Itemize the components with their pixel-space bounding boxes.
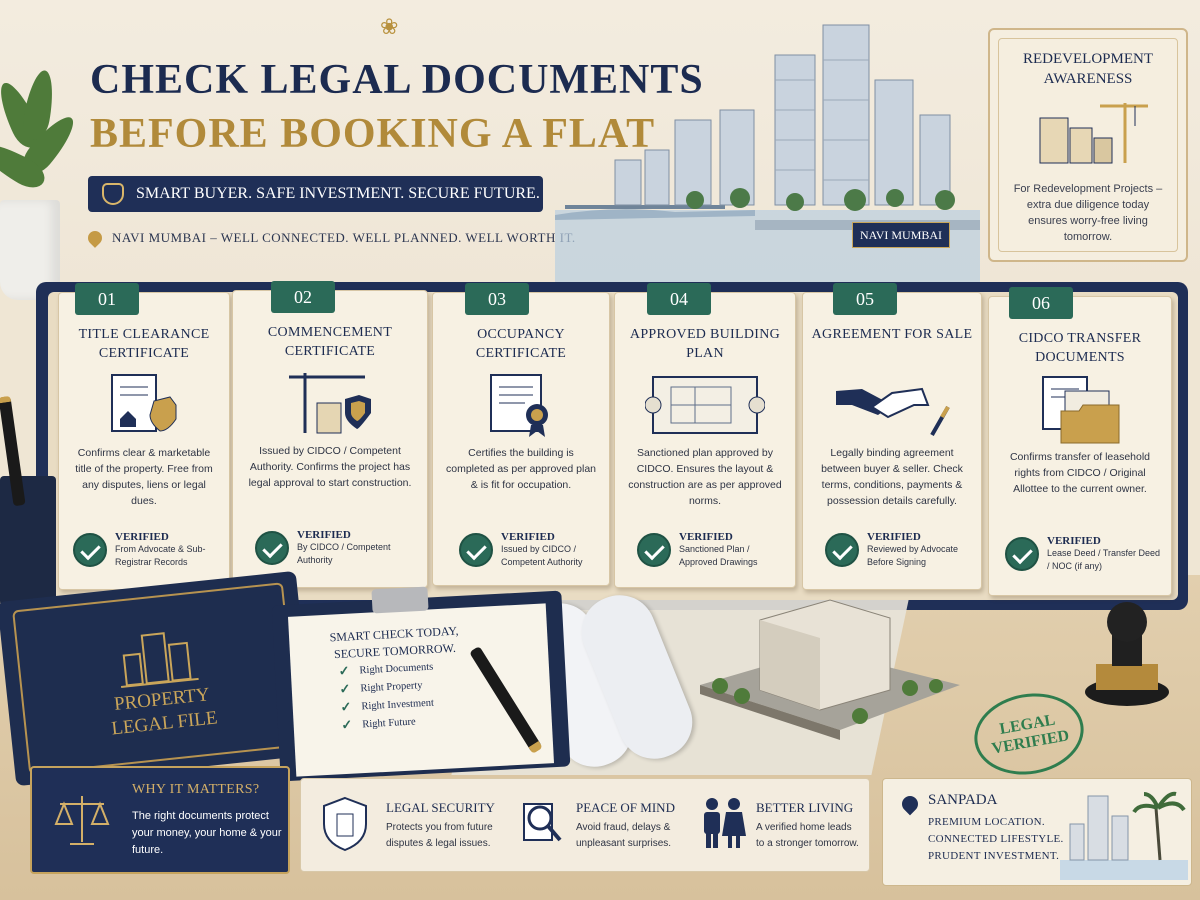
why-it-matters-panel	[30, 766, 290, 874]
verified-label: VERIFIED	[679, 531, 733, 543]
title-line-2: BEFORE BOOKING A FLAT	[90, 111, 656, 157]
document-description: Legally binding agreement between buyer …	[821, 447, 963, 507]
shield-icon	[102, 183, 124, 205]
checkmark-icon	[637, 533, 671, 567]
sanpada-panel	[882, 778, 1192, 886]
verified-source: Issued by CIDCO / Competent Authority	[501, 544, 583, 567]
verified-source: From Advocate & Sub-Registrar Records	[115, 544, 206, 567]
verified-label: VERIFIED	[867, 531, 921, 543]
redevelopment-text: For Redevelopment Projects – extra due d…	[1013, 183, 1163, 243]
check-icon: ✓	[339, 680, 351, 697]
benefit-better-living: BETTER LIVING A verified home leads to a…	[756, 800, 859, 849]
document-number: 04	[647, 283, 711, 315]
redevelopment-title: REDEVELOPMENT AWARENESS	[1023, 51, 1153, 87]
building-emblem-icon	[120, 632, 199, 689]
crane-construction-icon	[289, 373, 371, 434]
location-line: NAVI MUMBAI – WELL CONNECTED. WELL PLANN…	[85, 228, 576, 248]
sanpada-title: SANPADA	[928, 792, 998, 808]
document-folder-icon	[1042, 376, 1120, 444]
verified-badge: VERIFIED From Advocate & Sub-Registrar R…	[73, 531, 221, 569]
verified-label: VERIFIED	[115, 531, 169, 543]
checkmark-icon	[459, 533, 493, 567]
handshake-icon	[836, 387, 950, 436]
document-number: 02	[271, 281, 335, 313]
location-text: NAVI MUMBAI – WELL CONNECTED. WELL PLANN…	[112, 230, 576, 245]
verified-label: VERIFIED	[297, 529, 351, 541]
verified-source: By CIDCO / Competent Authority	[297, 542, 391, 565]
scales-of-justice-icon	[54, 796, 110, 845]
document-description: Confirms transfer of leasehold rights fr…	[1009, 451, 1151, 495]
title-line-1: CHECK LEGAL DOCUMENTS	[90, 57, 704, 103]
verified-source: Reviewed by Advocate Before Signing	[867, 544, 959, 567]
document-title: AGREEMENT FOR SALE	[811, 327, 973, 342]
check-icon: ✓	[341, 716, 353, 733]
blueprint-icon	[645, 376, 765, 434]
verified-source: Lease Deed / Transfer Deed / NOC (if any…	[1047, 548, 1161, 571]
check-icon: ✓	[340, 698, 352, 715]
clip-icon	[371, 586, 429, 614]
why-title: WHY IT MATTERS?	[132, 782, 260, 797]
document-description: Confirms clear & marketable title of the…	[75, 447, 213, 507]
redevelopment-card: REDEVELOPMENT AWARENESS For Redevelopmen…	[988, 28, 1188, 262]
document-card-agreement: 05 AGREEMENT FOR SALE Legally binding ag…	[802, 283, 982, 590]
pen-holder	[0, 476, 56, 611]
document-description: Certifies the building is completed as p…	[445, 447, 596, 491]
document-title: COMMENCEMENT CERTIFICATE	[267, 325, 393, 359]
document-card-commencement: 02 COMMENCEMENT CERTIFICATE Issued by CI…	[232, 281, 428, 588]
checklist: ✓Right Documents ✓Right Property ✓Right …	[338, 658, 436, 735]
verified-label: VERIFIED	[1047, 535, 1101, 547]
location-pin-icon	[85, 228, 105, 248]
certificate-seal-icon	[490, 374, 548, 437]
document-card-occupancy: 03 OCCUPANCY CERTIFICATE Certifies the b…	[432, 283, 610, 586]
verified-source: Sanctioned Plan / Approved Drawings	[679, 544, 758, 567]
shell-ornament-icon: ❀	[380, 14, 399, 39]
family-icon	[704, 798, 746, 848]
crane-building-icon	[1039, 103, 1148, 164]
check-icon: ✓	[338, 662, 350, 679]
verified-badge: VERIFIED Reviewed by Advocate Before Sig…	[825, 531, 973, 569]
document-description: Issued by CIDCO / Competent Authority. C…	[248, 445, 412, 489]
checkmark-icon	[1005, 537, 1039, 571]
document-title: APPROVED BUILDING PLAN	[629, 327, 781, 361]
building-model-icon	[700, 599, 960, 740]
verified-badge: VERIFIED Sanctioned Plan / Approved Draw…	[637, 531, 787, 569]
document-title: OCCUPANCY CERTIFICATE	[475, 327, 567, 361]
document-card-cidco-transfer: 06 CIDCO TRANSFER DOCUMENTS Confirms tra…	[988, 287, 1172, 596]
clipboard-title: SMART CHECK TODAY, SECURE TOMORROW.	[329, 623, 460, 664]
checkmark-icon	[255, 531, 289, 565]
document-card-building-plan: 04 APPROVED BUILDING PLAN Sanctioned pla…	[614, 283, 796, 588]
document-title: TITLE CLEARANCE CERTIFICATE	[78, 327, 210, 361]
checkmark-icon	[73, 533, 107, 567]
verified-label: VERIFIED	[501, 531, 555, 543]
benefit-peace-of-mind: PEACE OF MIND Avoid fraud, delays & unpl…	[576, 800, 675, 849]
document-description: Sanctioned plan approved by CIDCO. Ensur…	[628, 447, 782, 507]
document-number: 06	[1009, 287, 1073, 319]
document-card-title-clearance: 01 TITLE CLEARANCE CERTIFICATE Confirms …	[58, 283, 230, 590]
plant-icon	[0, 68, 82, 220]
why-text: The right documents protect your money, …	[132, 810, 282, 856]
title-deed-icon	[111, 374, 177, 432]
tagline-banner: SMART BUYER. SAFE INVESTMENT. SECURE FUT…	[88, 176, 543, 212]
sanpada-text: PREMIUM LOCATION. CONNECTED LIFESTYLE. P…	[928, 816, 1064, 862]
rubber-stamp-icon	[1085, 602, 1169, 706]
tagline-text: SMART BUYER. SAFE INVESTMENT. SECURE FUT…	[136, 185, 540, 202]
verified-badge: VERIFIED By CIDCO / Competent Authority	[255, 529, 419, 567]
document-number: 05	[833, 283, 897, 315]
navi-mumbai-sign: NAVI MUMBAI	[852, 222, 950, 248]
benefit-legal-security: LEGAL SECURITY Protects you from future …	[386, 800, 495, 849]
sanpada-skyline-icon	[1060, 791, 1188, 880]
document-number: 03	[465, 283, 529, 315]
document-title: CIDCO TRANSFER DOCUMENTS	[1018, 331, 1142, 365]
document-number: 01	[75, 283, 139, 315]
magnifier-document-icon	[523, 803, 562, 842]
verified-badge: VERIFIED Lease Deed / Transfer Deed / NO…	[1005, 535, 1163, 573]
verified-badge: VERIFIED Issued by CIDCO / Competent Aut…	[459, 531, 601, 569]
shield-building-icon	[323, 796, 367, 852]
checkmark-icon	[825, 533, 859, 567]
benefits-strip	[300, 778, 870, 872]
